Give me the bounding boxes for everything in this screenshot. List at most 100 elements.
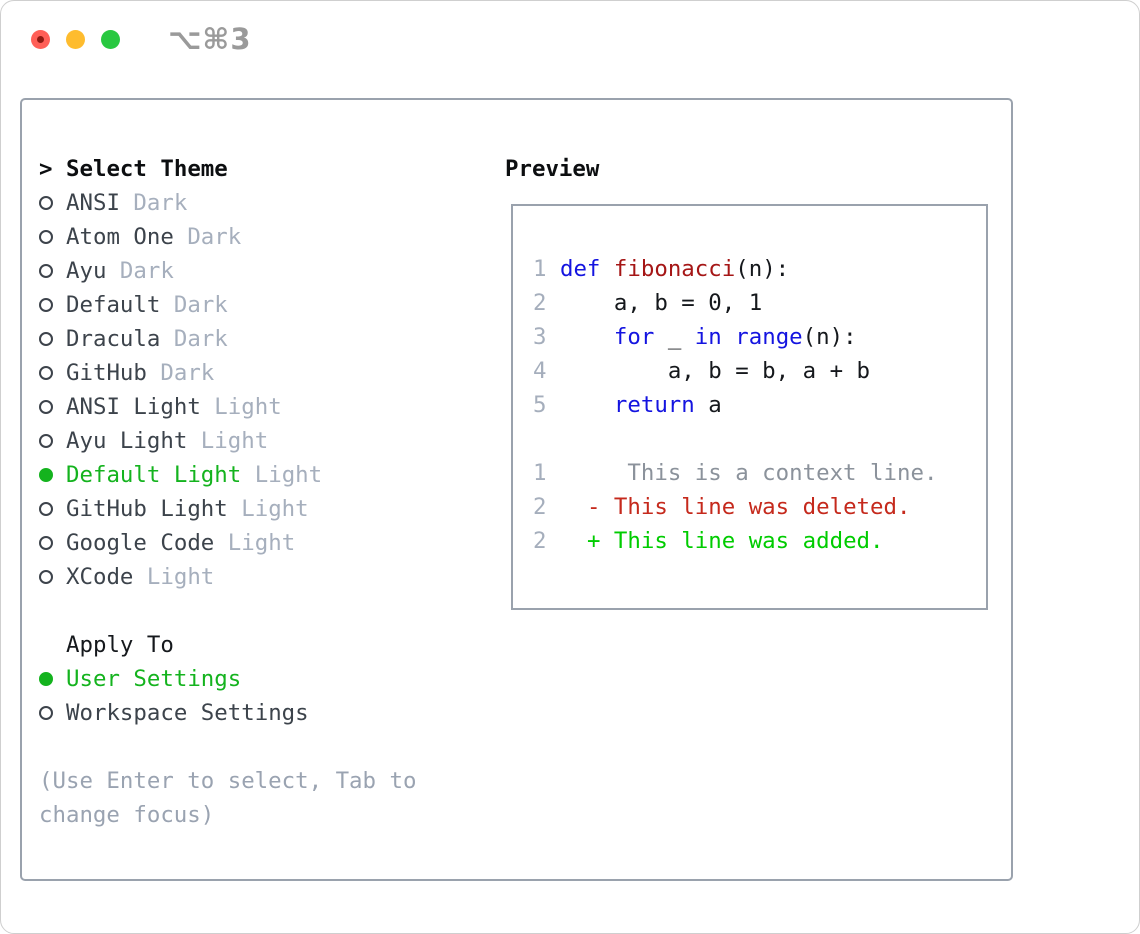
spacer [39,730,431,764]
code-token: (n): [802,324,857,350]
theme-name: Ayu Light [66,428,188,454]
theme-option[interactable]: Default Dark [39,288,431,322]
close-button[interactable] [31,30,50,49]
zoom-button[interactable] [101,30,120,49]
code-token [546,460,627,486]
radio-circle [39,502,53,516]
traffic-lights [31,30,120,49]
theme-variant-tag: Dark [146,360,215,386]
radio-icon [39,196,66,210]
theme-name: Ayu [66,258,107,284]
code-token [546,528,586,554]
theme-name: Atom One [66,224,174,250]
theme-option[interactable]: ANSI Light Light [39,390,431,424]
code-token: (n): [735,256,790,282]
radio-icon [39,332,66,346]
code-token: range [735,324,803,350]
code-token: for [613,324,655,350]
code-token [546,324,613,350]
select-theme-label: Select Theme [66,156,228,182]
theme-option[interactable]: ANSI Dark [39,186,431,220]
theme-variant-tag: Light [227,496,309,522]
theme-name: XCode [66,564,134,590]
theme-option[interactable]: Ayu Light Light [39,424,431,458]
code-token: 2 [533,494,547,520]
code-token: return [613,392,695,418]
radio-circle [39,570,53,584]
theme-name: Google Code [66,530,215,556]
radio-icon [39,298,66,312]
radio-icon [39,536,66,550]
apply-option-name: User Settings [66,666,242,692]
theme-name: GitHub Light [66,496,228,522]
radio-icon [39,230,66,244]
code-token: a, b = b, a + b [667,358,871,384]
code-token: def [559,256,601,282]
theme-name: Dracula [66,326,161,352]
theme-option[interactable]: Ayu Dark [39,254,431,288]
apply-option[interactable]: Workspace Settings [39,696,431,730]
theme-name: Default [66,292,161,318]
radio-circle [39,366,53,380]
theme-variant-tag: Light [200,394,282,420]
code-line: 1 This is a context line. [533,456,986,490]
code-token [546,256,559,282]
code-token: 2 [533,528,547,554]
theme-option[interactable]: Default Light Light [39,458,431,492]
code-token: 1 [533,256,547,282]
apply-option-name: Workspace Settings [66,700,309,726]
code-token: a [694,392,722,418]
theme-variant-tag: Light [214,530,296,556]
code-token: 2 [533,290,547,316]
theme-variant-tag: Dark [119,190,188,216]
code-token: 5 [533,392,547,418]
theme-option[interactable]: GitHub Light Light [39,492,431,526]
selected-radio-icon [39,468,66,482]
radio-circle [39,468,53,482]
radio-circle [39,706,53,720]
theme-variant-tag: Dark [173,224,242,250]
code-line: 2 a, b = 0, 1 [533,286,986,320]
minimize-button[interactable] [66,30,85,49]
code-token [546,494,586,520]
code-token: - This line was deleted. [586,494,911,520]
code-token: _ [654,324,695,350]
radio-circle [39,332,53,346]
theme-option[interactable]: GitHub Dark [39,356,431,390]
theme-name: ANSI [66,190,120,216]
window-title: ⌥⌘3 [168,22,252,56]
select-theme-header: > Select Theme [39,152,431,186]
theme-option[interactable]: XCode Light [39,560,431,594]
code-line: 1 def fibonacci(n): [533,252,986,286]
radio-circle [39,400,53,414]
code-token: + This line was added. [586,528,884,554]
code-token: 1 [533,460,547,486]
code-line: 5 return a [533,388,986,422]
selected-radio-icon [39,672,66,686]
titlebar: ⌥⌘3 [1,1,1139,77]
theme-option[interactable]: Atom One Dark [39,220,431,254]
radio-circle [39,434,53,448]
radio-icon [39,434,66,448]
radio-icon [39,264,66,278]
code-token [546,358,667,384]
spacer [39,594,431,628]
code-line: 2 + This line was added. [533,524,986,558]
theme-option[interactable]: Google Code Light [39,526,431,560]
code-token [546,290,613,316]
code-token: in [694,324,722,350]
theme-name: ANSI Light [66,394,201,420]
radio-circle [39,264,53,278]
theme-variant-tag: Dark [160,292,228,318]
theme-option[interactable]: Dracula Dark [39,322,431,356]
theme-variant-tag: Light [241,462,323,488]
radio-icon [39,502,66,516]
radio-circle [39,536,53,550]
theme-variant-tag: Light [187,428,269,454]
apply-option[interactable]: User Settings [39,662,431,696]
